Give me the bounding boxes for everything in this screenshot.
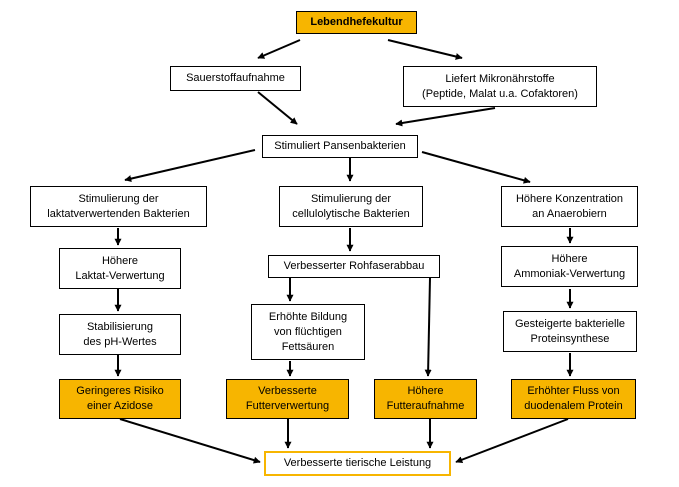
arrow-hefe-sauerstoff [257,39,301,59]
node-laktat-bakterien: Stimulierung der laktatverwertenden Bakt… [30,186,207,227]
node-pansenbakterien: Stimuliert Pansenbakterien [262,135,418,158]
node-cellulolytische: Stimulierung der cellulolytische Bakteri… [279,186,423,227]
node-sauerstoffaufnahme: Sauerstoffaufnahme [170,66,301,91]
node-futteraufnahme: Höhere Futteraufnahme [374,379,477,419]
node-laktat-verwertung: Höhere Laktat-Verwertung [59,248,181,289]
node-leistung: Verbesserte tierische Leistung [264,451,451,476]
node-azidose: Geringeres Risiko einer Azidose [59,379,181,419]
node-proteinsynthese: Gesteigerte bakterielle Proteinsynthese [503,311,637,352]
node-mikronaehrstoffe: Liefert Mikronährstoffe (Peptide, Malat … [403,66,597,107]
node-fettsaeuren: Erhöhte Bildung von flüchtigen Fettsäure… [251,304,365,360]
arrow-rohfaser-futteraufnahme [424,277,432,377]
arrow-hefe-mikronaehrstoffe [387,39,463,60]
arrow-duodenal-leistung [455,418,569,464]
node-futterverwertung: Verbesserte Futterverwertung [226,379,349,419]
node-anaerobier: Höhere Konzentration an Anaerobiern [501,186,638,227]
arrow-mikronaehrstoffe-pansen [395,107,496,127]
arrow-azidose-leistung [119,418,261,464]
arrow-pansen-anaerobier [421,151,531,184]
arrow-pansen-laktat [124,149,256,182]
node-rohfaserabbau: Verbesserter Rohfaserabbau [268,255,440,278]
node-ammoniak: Höhere Ammoniak-Verwertung [501,246,638,287]
node-lebendhefekultur: Lebendhefekultur [296,11,417,34]
node-ph-wert: Stabilisierung des pH-Wertes [59,314,181,355]
arrow-sauerstoff-pansen [257,91,298,125]
node-duodenal: Erhöhter Fluss von duodenalem Protein [511,379,636,419]
